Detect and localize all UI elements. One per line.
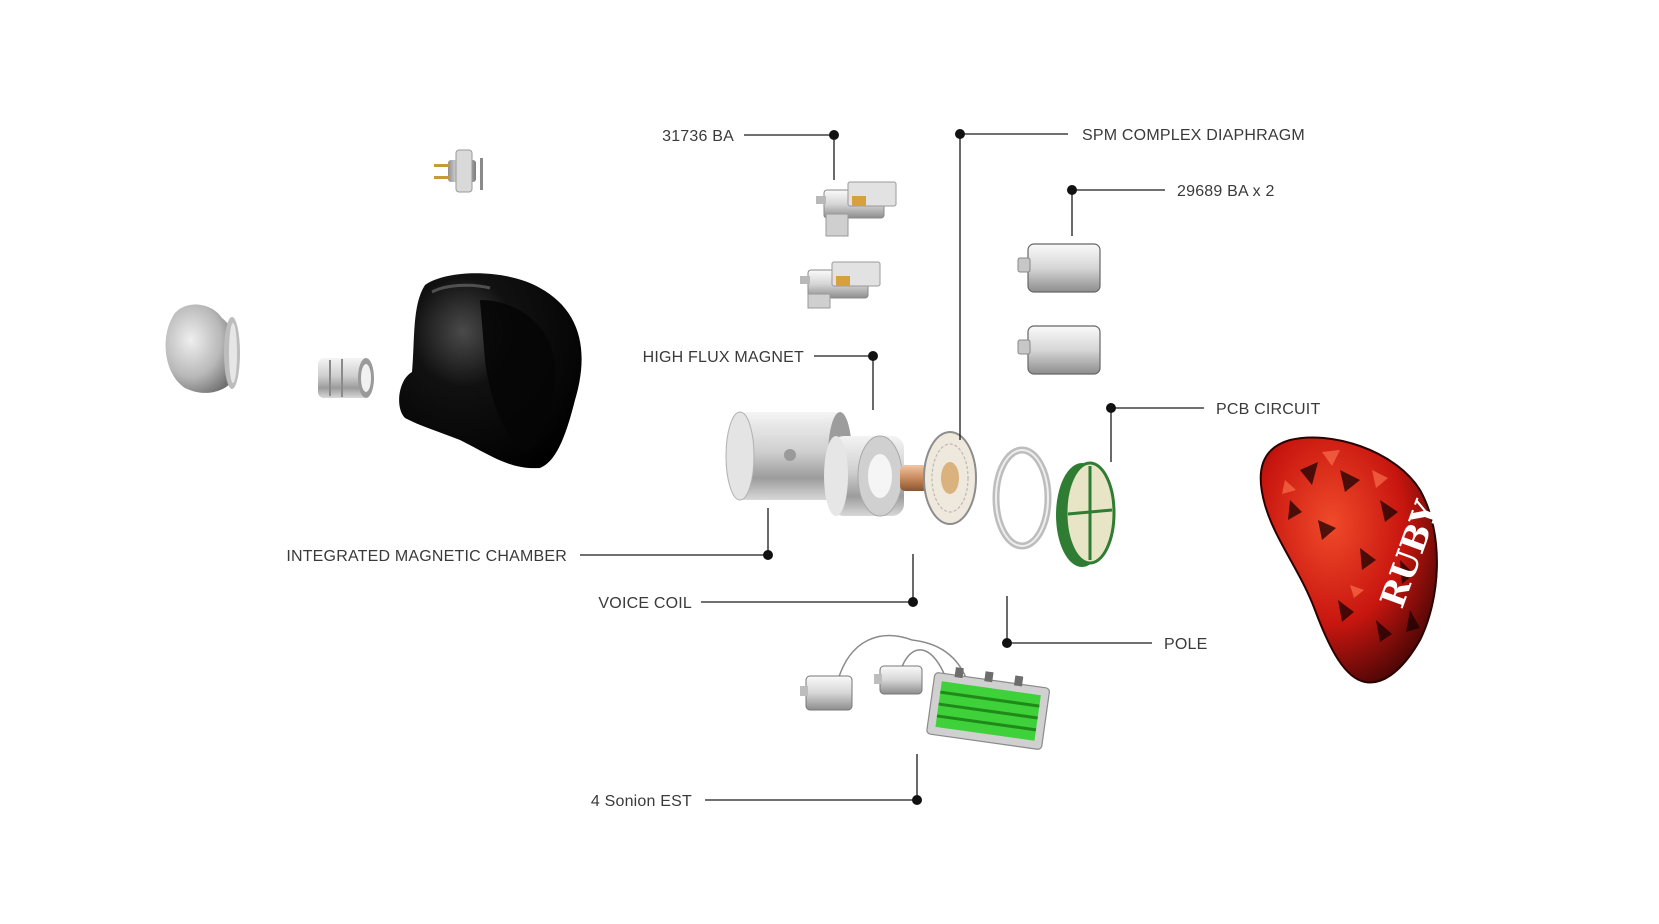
label-pcb-circuit: PCB CIRCUIT — [1216, 401, 1320, 418]
spm-diaphragm — [923, 431, 977, 525]
dot-high-flux-magnet — [868, 351, 878, 361]
pcb-circuit — [1056, 461, 1116, 567]
label-integrated-chamber: INTEGRATED MAGNETIC CHAMBER — [286, 548, 567, 565]
leader-high-flux-magnet — [814, 355, 874, 410]
leader-voice-coil — [701, 554, 914, 603]
two-pin-connector — [434, 149, 483, 193]
dot-ba-29689 — [1067, 185, 1077, 195]
pole-ring — [992, 446, 1052, 550]
ba-31736-upper — [816, 181, 897, 237]
dot-ba-31736 — [829, 130, 839, 140]
dot-pcb-circuit — [1106, 403, 1116, 413]
labels: 31736 BA SPM COMPLEX DIAPHRAGM 29689 BA … — [286, 127, 1320, 810]
sonion-est-assembly — [800, 634, 1050, 750]
ruby-faceplate: RUBY — [1259, 436, 1448, 684]
label-high-flux-magnet: HIGH FLUX MAGNET — [643, 349, 804, 366]
ba-29689-lower — [1017, 325, 1101, 375]
label-ba-29689: 29689 BA x 2 — [1177, 183, 1275, 200]
label-spm-diaphragm: SPM COMPLEX DIAPHRAGM — [1082, 127, 1305, 144]
ear-tip — [165, 304, 240, 393]
dot-integrated-chamber — [763, 550, 773, 560]
nozzle-ring — [318, 358, 374, 398]
ba-29689-upper — [1017, 243, 1101, 293]
leader-ba-29689 — [1071, 189, 1165, 236]
dot-spm-diaphragm — [955, 129, 965, 139]
ba-31736-lower — [800, 261, 881, 309]
high-flux-magnet — [824, 435, 904, 517]
dot-voice-coil — [908, 597, 918, 607]
label-ba-31736: 31736 BA — [662, 128, 734, 145]
leader-lines — [580, 129, 1204, 805]
label-voice-coil: VOICE COIL — [598, 595, 692, 612]
label-pole: POLE — [1164, 636, 1208, 653]
leader-pcb-circuit — [1110, 407, 1204, 462]
label-sonion-est: 4 Sonion EST — [591, 793, 692, 810]
dot-sonion-est — [912, 795, 922, 805]
leader-integrated-chamber — [580, 508, 769, 556]
black-shell — [399, 273, 582, 469]
dot-pole — [1002, 638, 1012, 648]
leader-pole — [1006, 596, 1152, 644]
leader-ba-31736 — [744, 134, 835, 180]
leader-sonion-est — [705, 754, 918, 801]
